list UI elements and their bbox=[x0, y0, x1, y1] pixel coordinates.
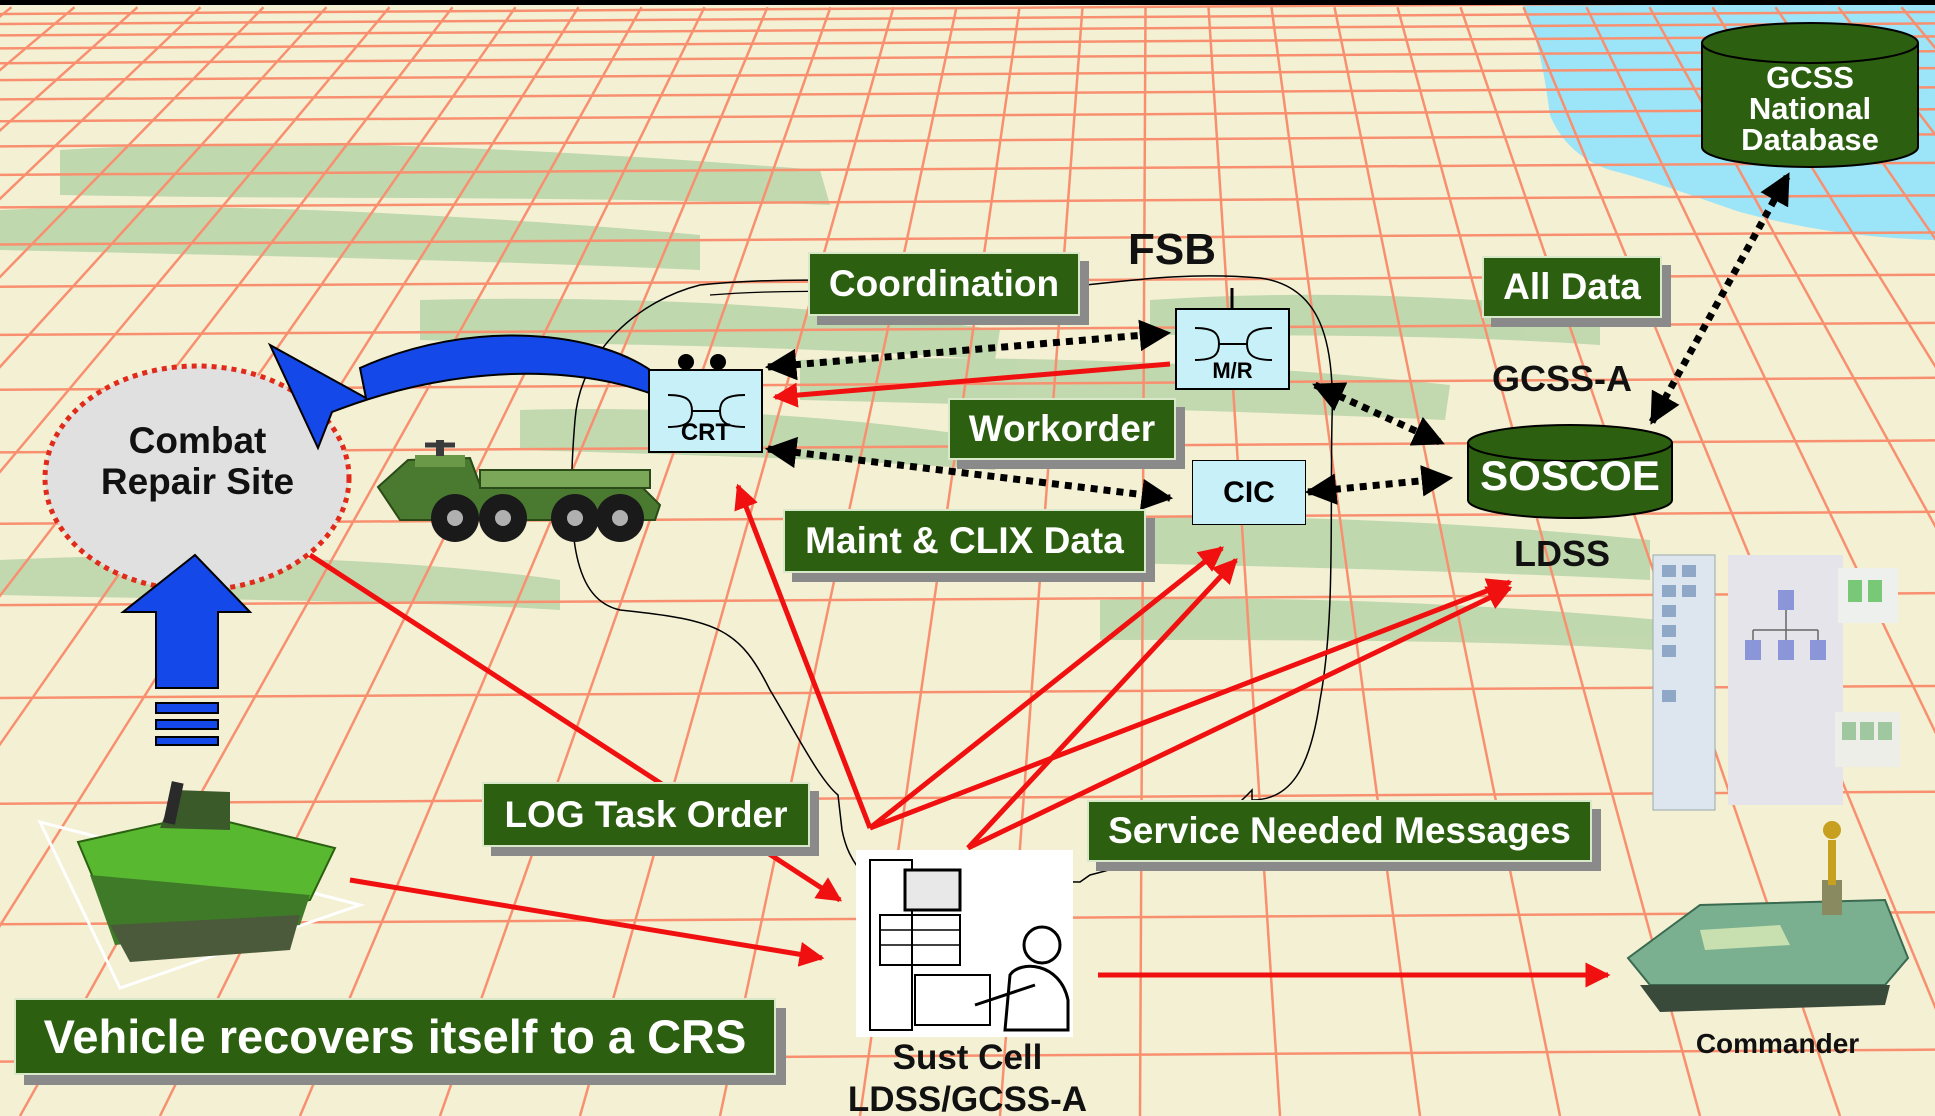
coupler-icon bbox=[1194, 327, 1273, 361]
coordination-text: Coordination bbox=[828, 263, 1060, 304]
service-needed-label: Service Needed Messages bbox=[1087, 800, 1592, 862]
crs-label: Combat Repair Site bbox=[100, 420, 295, 502]
service-needed-text: Service Needed Messages bbox=[1108, 810, 1571, 851]
maint-clix-text: Maint & CLIX Data bbox=[805, 520, 1124, 561]
grid-line bbox=[0, 108, 1935, 123]
crt-label: CRT bbox=[680, 419, 731, 446]
red-message-arrows bbox=[308, 361, 1611, 988]
mr-node: M/R bbox=[1175, 308, 1290, 390]
ldss-label: LDSS bbox=[1514, 533, 1611, 574]
maint-clix-label: Maint & CLIX Data bbox=[783, 509, 1146, 573]
grid-line bbox=[1270, 7, 1422, 1116]
gcss-a-label: GCSS-A bbox=[1492, 358, 1633, 399]
grid-line bbox=[0, 194, 1935, 209]
grid-line bbox=[0, 86, 1935, 101]
grid-line bbox=[578, 6, 895, 1116]
caption-text: Vehicle recovers itself to a CRS bbox=[43, 1010, 747, 1063]
grid-line bbox=[0, 6, 391, 474]
grid-line bbox=[0, 231, 1935, 246]
grid-line bbox=[1333, 6, 1562, 1116]
grid-line bbox=[438, 6, 832, 1116]
soscoe-label: SOSCOE bbox=[1480, 452, 1660, 499]
tracked-vehicle-icon bbox=[37, 781, 366, 990]
grid-line bbox=[0, 35, 1935, 50]
grid-line bbox=[0, 684, 1935, 700]
grid-line bbox=[0, 133, 1935, 148]
wheeled-truck-icon bbox=[376, 440, 662, 542]
operator-workstation-icon bbox=[856, 850, 1073, 1037]
mr-label: M/R bbox=[1212, 358, 1253, 383]
grid-line bbox=[0, 6, 265, 279]
log-task-order-label: LOG Task Order bbox=[482, 782, 810, 847]
grid-line bbox=[0, 6, 202, 201]
grid-line bbox=[1207, 7, 1282, 1116]
grid-line bbox=[1711, 6, 1935, 369]
combat-repair-site-ellipse bbox=[42, 363, 352, 593]
log-task-order-text: LOG Task Order bbox=[504, 793, 788, 835]
grid-line bbox=[0, 66, 1935, 82]
cic-label: CIC bbox=[1223, 475, 1275, 509]
grid-line bbox=[1774, 6, 1935, 241]
soscoe-database bbox=[1467, 424, 1673, 519]
gcss-db-label: GCSS National Database bbox=[1741, 60, 1879, 157]
commander-label: Commander bbox=[1695, 1028, 1860, 1059]
coordination-label: Coordination bbox=[808, 252, 1080, 316]
sust-cell-line1: Sust Cell bbox=[892, 1038, 1043, 1077]
cic-node: CIC bbox=[1192, 460, 1306, 525]
fsb-label: FSB bbox=[1128, 225, 1216, 274]
workorder-label: Workorder bbox=[948, 398, 1176, 460]
grid-line bbox=[0, 591, 1935, 607]
blue-recovery-arrows bbox=[120, 334, 659, 746]
grid-line bbox=[0, 49, 1935, 65]
all-data-label: All Data bbox=[1482, 256, 1662, 318]
grid-line bbox=[0, 161, 1935, 177]
caption-label: Vehicle recovers itself to a CRS bbox=[14, 998, 776, 1075]
dotted-data-links bbox=[764, 172, 1792, 511]
fsb-boundary bbox=[570, 275, 1334, 883]
grid-line bbox=[0, 6, 454, 598]
gcss-national-database bbox=[1701, 22, 1919, 168]
grid-line bbox=[298, 6, 769, 1116]
grid-line bbox=[0, 22, 1935, 37]
grid-line bbox=[0, 10, 1935, 26]
workorder-text: Workorder bbox=[968, 408, 1156, 449]
sust-cell-line2: LDSS/GCSS-A bbox=[847, 1080, 1088, 1116]
coupler-icon bbox=[667, 394, 746, 428]
screen-thumbnail-icon bbox=[1652, 554, 1900, 811]
grid-line bbox=[1396, 6, 1702, 1116]
commander-vehicle-icon bbox=[1626, 821, 1910, 1012]
crt-node: CRT bbox=[648, 369, 763, 453]
all-data-text: All Data bbox=[1503, 266, 1641, 307]
grid-line bbox=[0, 6, 328, 369]
